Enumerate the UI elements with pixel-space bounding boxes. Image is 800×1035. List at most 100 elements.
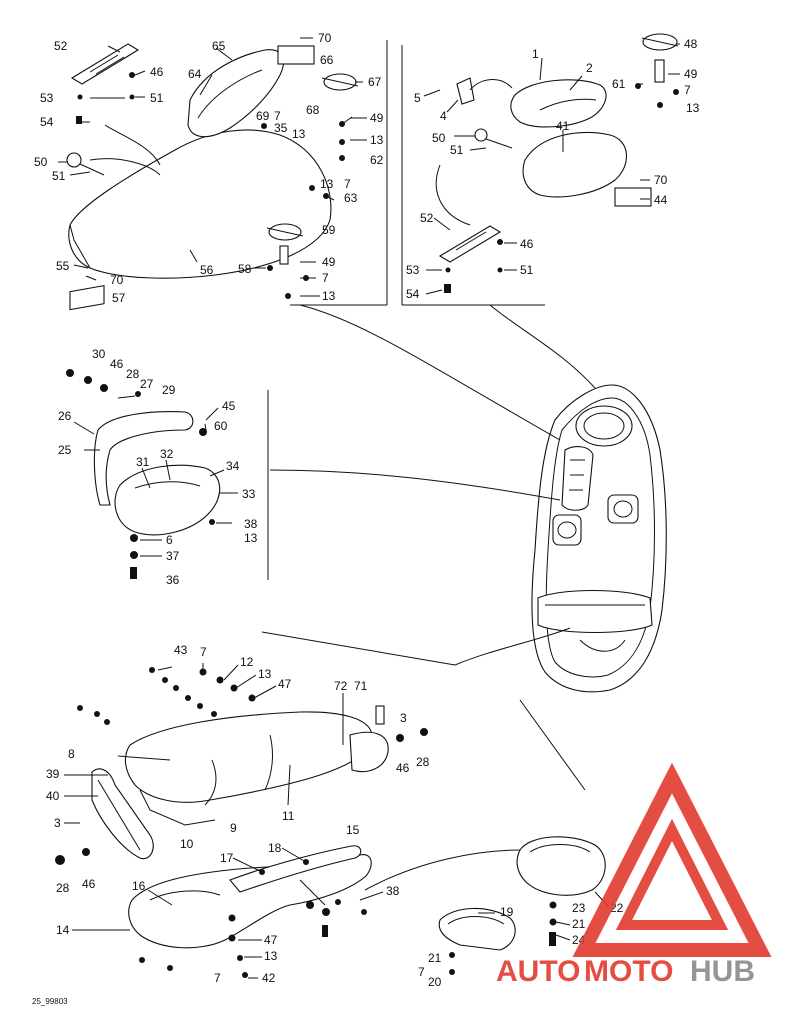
callout-49-c: 49 bbox=[684, 67, 698, 81]
callout-21-b: 21 bbox=[428, 951, 442, 965]
callout-38-b: 38 bbox=[386, 884, 400, 898]
callout-18: 18 bbox=[268, 841, 282, 855]
callout-1: 1 bbox=[532, 47, 539, 61]
callout-20: 20 bbox=[428, 975, 442, 989]
panel-rear-cover bbox=[401, 33, 679, 306]
callout-53-a: 53 bbox=[40, 91, 54, 105]
callout-28-a: 28 bbox=[126, 367, 140, 381]
strap-loop bbox=[516, 836, 606, 896]
callout-28-c: 28 bbox=[56, 881, 70, 895]
callout-labels: 70 52 65 66 46 64 67 53 51 68 69 7 49 54… bbox=[32, 31, 700, 1006]
callout-66: 66 bbox=[320, 53, 334, 67]
callout-43: 43 bbox=[174, 643, 188, 657]
watermark-logo: AUTO MOTO HUB bbox=[496, 762, 772, 988]
strap bbox=[70, 43, 140, 85]
callout-46-a: 46 bbox=[150, 65, 164, 79]
callout-13-e: 13 bbox=[686, 101, 700, 115]
callout-46-c: 46 bbox=[110, 357, 124, 371]
seat-base-lower bbox=[128, 854, 372, 949]
callout-13-d: 13 bbox=[322, 289, 336, 303]
callout-13-c: 13 bbox=[320, 177, 334, 191]
callout-48: 48 bbox=[684, 37, 698, 51]
callout-46-e: 46 bbox=[82, 877, 96, 891]
callout-30: 30 bbox=[92, 347, 106, 361]
callout-69: 69 bbox=[256, 109, 270, 123]
rear-cover-top bbox=[510, 79, 607, 128]
callout-47-a: 47 bbox=[278, 677, 292, 691]
callout-8: 8 bbox=[68, 747, 75, 761]
panel-front-cover bbox=[66, 40, 388, 311]
leader-lines bbox=[58, 37, 680, 979]
callout-51-a: 51 bbox=[150, 91, 164, 105]
callout-7-a: 7 bbox=[274, 109, 281, 123]
panel-middle-left bbox=[66, 369, 269, 580]
callout-51-d: 51 bbox=[520, 263, 534, 277]
callout-2: 2 bbox=[586, 61, 593, 75]
callout-40: 40 bbox=[46, 789, 60, 803]
storage-cover bbox=[68, 129, 332, 279]
callout-13-h: 13 bbox=[264, 949, 278, 963]
callout-51-c: 51 bbox=[450, 143, 464, 157]
callout-17: 17 bbox=[220, 851, 234, 865]
callout-67: 67 bbox=[368, 75, 382, 89]
callout-61: 61 bbox=[612, 77, 626, 91]
callout-47-b: 47 bbox=[264, 933, 278, 947]
callout-7-c: 7 bbox=[322, 271, 329, 285]
watercraft-hull bbox=[261, 304, 667, 791]
callout-7-g: 7 bbox=[418, 965, 425, 979]
seat-side-cover bbox=[91, 768, 154, 860]
callout-6: 6 bbox=[166, 533, 173, 547]
callout-25: 25 bbox=[58, 443, 72, 457]
callout-70-c: 70 bbox=[654, 173, 668, 187]
callout-29: 29 bbox=[162, 383, 176, 397]
rear-cover bbox=[522, 131, 628, 198]
label-tag-top bbox=[277, 45, 315, 65]
callout-15: 15 bbox=[346, 823, 360, 837]
callout-13-g: 13 bbox=[258, 667, 272, 681]
callout-53-b: 53 bbox=[406, 263, 420, 277]
callout-44: 44 bbox=[654, 193, 668, 207]
callout-49-b: 49 bbox=[322, 255, 336, 269]
callout-52-b: 52 bbox=[420, 211, 434, 225]
callout-52-a: 52 bbox=[54, 39, 68, 53]
callout-55: 55 bbox=[56, 259, 70, 273]
callout-3-b: 3 bbox=[54, 816, 61, 830]
main-seat bbox=[124, 711, 373, 803]
callout-51-b: 51 bbox=[52, 169, 66, 183]
callout-45: 45 bbox=[222, 399, 236, 413]
label-tag bbox=[69, 285, 105, 311]
callout-9: 9 bbox=[230, 821, 237, 835]
callout-68: 68 bbox=[306, 103, 320, 117]
callout-16: 16 bbox=[132, 879, 146, 893]
callout-26: 26 bbox=[58, 409, 72, 423]
callout-37: 37 bbox=[166, 549, 180, 563]
callout-32: 32 bbox=[160, 447, 174, 461]
callout-13-f: 13 bbox=[244, 531, 258, 545]
callout-72: 72 bbox=[334, 679, 348, 693]
callout-42: 42 bbox=[262, 971, 276, 985]
callout-34: 34 bbox=[226, 459, 240, 473]
callout-70-b: 70 bbox=[110, 273, 124, 287]
callout-3: 3 bbox=[400, 711, 407, 725]
callout-50-a: 50 bbox=[34, 155, 48, 169]
callout-41: 41 bbox=[556, 119, 570, 133]
callout-7-b: 7 bbox=[344, 177, 351, 191]
callout-12: 12 bbox=[240, 655, 254, 669]
callout-13-b: 13 bbox=[370, 133, 384, 147]
callout-46-b: 46 bbox=[520, 237, 534, 251]
callout-65: 65 bbox=[212, 39, 226, 53]
callout-28-b: 28 bbox=[416, 755, 430, 769]
callout-70-a: 70 bbox=[318, 31, 332, 45]
watermark-text-auto: AUTO bbox=[496, 955, 580, 988]
callout-57: 57 bbox=[112, 291, 126, 305]
cover-backrest bbox=[187, 49, 284, 138]
handle-bar bbox=[93, 411, 194, 506]
callout-39: 39 bbox=[46, 767, 60, 781]
callout-64: 64 bbox=[188, 67, 202, 81]
callout-5: 5 bbox=[414, 91, 421, 105]
callout-33: 33 bbox=[242, 487, 256, 501]
callout-7-e: 7 bbox=[200, 645, 207, 659]
callout-31: 31 bbox=[136, 455, 150, 469]
callout-62: 62 bbox=[370, 153, 384, 167]
